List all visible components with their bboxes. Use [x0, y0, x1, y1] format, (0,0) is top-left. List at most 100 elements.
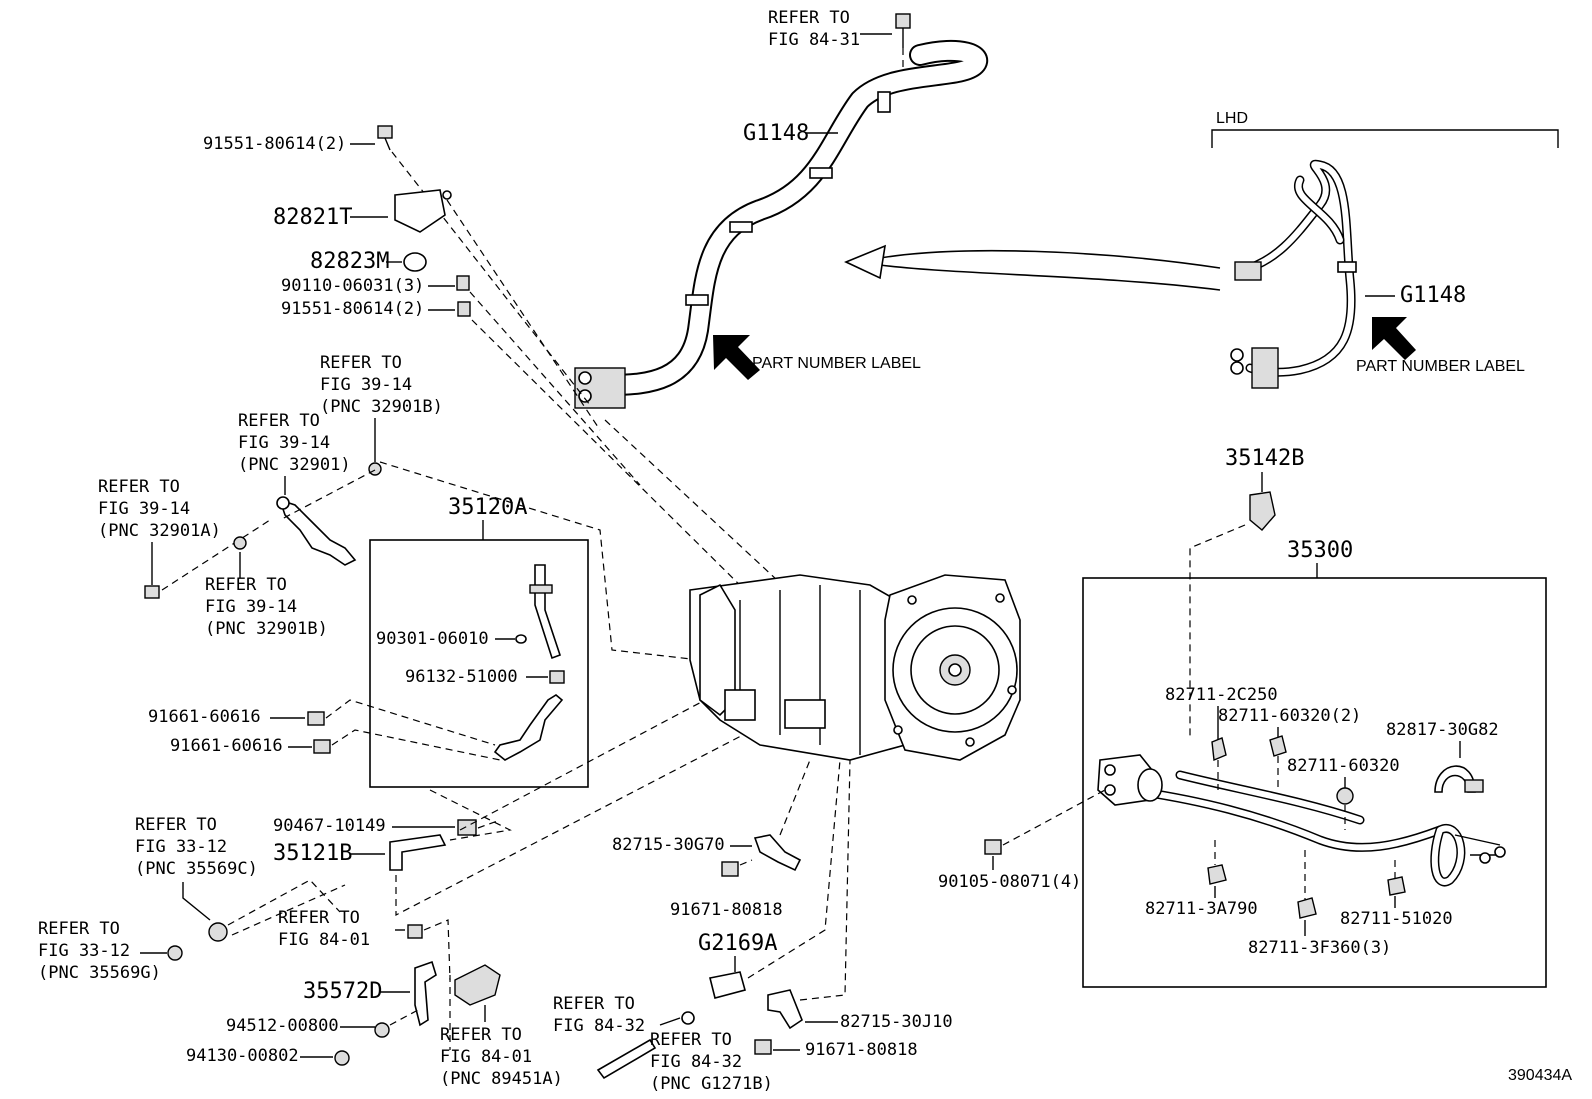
ref-fig-84-31[interactable]: REFER TO FIG 84-31 — [768, 8, 911, 70]
label-82821T[interactable]: 82821T — [273, 205, 352, 230]
lhd-section: LHD — [1211, 110, 1559, 148]
label-35572D[interactable]: 35572D — [303, 979, 382, 1004]
ref-fig-39-14-32901B-bottom[interactable]: REFER TO FIG 39-14 (PNC 32901B) — [205, 552, 328, 639]
arrow-icon-lhd-to-main — [844, 244, 1221, 291]
box-35300 — [1082, 577, 1547, 988]
bushing-icon — [167, 945, 183, 961]
label-82711-60320-2[interactable]: 82711-60320(2) — [1218, 706, 1361, 726]
ref-fig-39-14-32901[interactable]: REFER TO FIG 39-14 (PNC 32901) — [238, 411, 351, 495]
o-ring-icon — [515, 634, 527, 644]
label-82711-2c250[interactable]: 82711-2C250 — [1165, 685, 1278, 705]
label-82711-60320[interactable]: 82711-60320 — [1287, 756, 1400, 776]
hose-clamp-2 — [729, 221, 753, 233]
pipe-icon — [596, 1038, 657, 1080]
ref-line: REFER TO — [98, 477, 180, 497]
sensor-icon — [454, 964, 501, 1006]
ref-fig-84-01[interactable]: REFER TO FIG 84-01 — [278, 908, 451, 981]
label-35120A[interactable]: 35120A — [448, 495, 527, 520]
bolt-icon — [984, 839, 1002, 855]
ref-line: FIG 84-01 — [440, 1047, 532, 1067]
label-82711-51020[interactable]: 82711-51020 — [1340, 909, 1453, 929]
label-91661-a[interactable]: 91661-60616 — [148, 707, 261, 727]
bolt-icon — [144, 585, 160, 599]
ref-line: (PNC 35569G) — [38, 963, 161, 983]
label-35121B[interactable]: 35121B — [273, 841, 352, 866]
label-90467[interactable]: 90467-10149 — [273, 816, 386, 836]
label-91551-a[interactable]: 91551-80614(2) — [203, 134, 346, 154]
label-91551-b[interactable]: 91551-80614(2) — [281, 299, 424, 319]
ref-line: REFER TO — [440, 1025, 522, 1045]
ref-line: (PNC 32901) — [238, 455, 351, 475]
label-82817[interactable]: 82817-30G82 — [1386, 720, 1499, 740]
ref-line: REFER TO — [135, 815, 217, 835]
clip-icon — [1269, 735, 1287, 757]
label-g1148-lhd[interactable]: G1148 — [1400, 283, 1466, 308]
arrow-icon-part-label-main — [713, 335, 760, 380]
ref-fig-84-32[interactable]: REFER TO FIG 84-32 — [553, 994, 695, 1036]
hose-clamp-1 — [685, 294, 709, 306]
label-35300[interactable]: 35300 — [1287, 538, 1353, 563]
clip-icon — [1387, 876, 1406, 896]
ref-line: REFER TO — [238, 411, 320, 431]
label-82715-j10[interactable]: 82715-30J10 — [840, 1012, 953, 1032]
ref-line: REFER TO — [278, 908, 360, 928]
label-90110[interactable]: 90110-06031(3) — [281, 276, 424, 296]
ref-line: FIG 84-32 — [650, 1052, 742, 1072]
clamp-icon — [457, 819, 477, 836]
label-91671-b[interactable]: 91671-80818 — [805, 1040, 918, 1060]
label-82711-3f360[interactable]: 82711-3F360(3) — [1248, 938, 1391, 958]
bracket-35120A — [493, 694, 564, 761]
ref-line: REFER TO — [320, 353, 402, 373]
label-82711-3a790[interactable]: 82711-3A790 — [1145, 899, 1258, 919]
label-91661-b[interactable]: 91661-60616 — [170, 736, 283, 756]
ref-fig-39-14-32901A[interactable]: REFER TO FIG 39-14 (PNC 32901A) — [98, 477, 221, 599]
washer-icon — [334, 1050, 350, 1066]
ref-line: (PNC 89451A) — [440, 1069, 563, 1089]
connector-G2169A — [709, 971, 746, 999]
label-g1148-main[interactable]: G1148 — [743, 121, 809, 146]
clip-icon — [681, 1011, 695, 1025]
ref-fig-33-12-35569C[interactable]: REFER TO FIG 33-12 (PNC 35569C) — [135, 815, 258, 942]
hose-clamp-3 — [809, 167, 833, 179]
ref-line: REFER TO — [768, 8, 850, 28]
hose-g1148-main[interactable] — [574, 39, 988, 409]
ref-fig-84-32-G1271B[interactable]: REFER TO FIG 84-32 (PNC G1271B) — [650, 1030, 773, 1094]
clip-icon — [1211, 737, 1227, 762]
label-94130[interactable]: 94130-00802 — [186, 1046, 299, 1066]
ref-line: FIG 33-12 — [135, 837, 227, 857]
label-96132[interactable]: 96132-51000 — [405, 667, 518, 687]
ref-line: REFER TO — [553, 994, 635, 1014]
hose-clamp-4 — [877, 91, 891, 113]
bolt-icon — [457, 301, 471, 317]
ref-line: FIG 84-32 — [553, 1016, 645, 1036]
dipstick-tube — [534, 564, 562, 660]
bracket-82715-g70 — [753, 834, 802, 872]
label-94512[interactable]: 94512-00800 — [226, 1016, 339, 1036]
label-91671-a[interactable]: 91671-80818 — [670, 900, 783, 920]
ref-fig-33-12-35569G[interactable]: REFER TO FIG 33-12 (PNC 35569G) — [38, 919, 183, 983]
ref-line: FIG 39-14 — [320, 375, 412, 395]
clip-icon — [1336, 787, 1354, 805]
ref-line: FIG 33-12 — [38, 941, 130, 961]
label-82823M[interactable]: 82823M — [310, 249, 389, 274]
ref-line: FIG 84-31 — [768, 30, 860, 50]
bracket-82821T — [394, 189, 446, 233]
diagram-id: 390434A — [1508, 1067, 1572, 1084]
label-35142B[interactable]: 35142B — [1225, 446, 1304, 471]
ref-line: (PNC 32901A) — [98, 521, 221, 541]
ref-fig-84-01-89451A[interactable]: REFER TO FIG 84-01 (PNC 89451A) — [440, 1025, 563, 1089]
transmission-assembly[interactable] — [689, 574, 1021, 761]
bolt-icon — [456, 275, 470, 291]
label-90105[interactable]: 90105-08071(4) — [938, 872, 1081, 892]
hose-g1148-lhd[interactable] — [1230, 159, 1357, 389]
label-G2169A[interactable]: G2169A — [698, 931, 777, 956]
label-90301[interactable]: 90301-06010 — [376, 629, 489, 649]
lhd-label: LHD — [1216, 110, 1248, 127]
box-35120A — [369, 539, 589, 788]
switch-35142B — [1249, 491, 1276, 531]
clip-icon — [1297, 897, 1317, 919]
ref-fig-39-14-32901B-top[interactable]: REFER TO FIG 39-14 (PNC 32901B) — [320, 353, 443, 476]
label-82715-g70[interactable]: 82715-30G70 — [612, 835, 725, 855]
ref-line: FIG 84-01 — [278, 930, 370, 950]
